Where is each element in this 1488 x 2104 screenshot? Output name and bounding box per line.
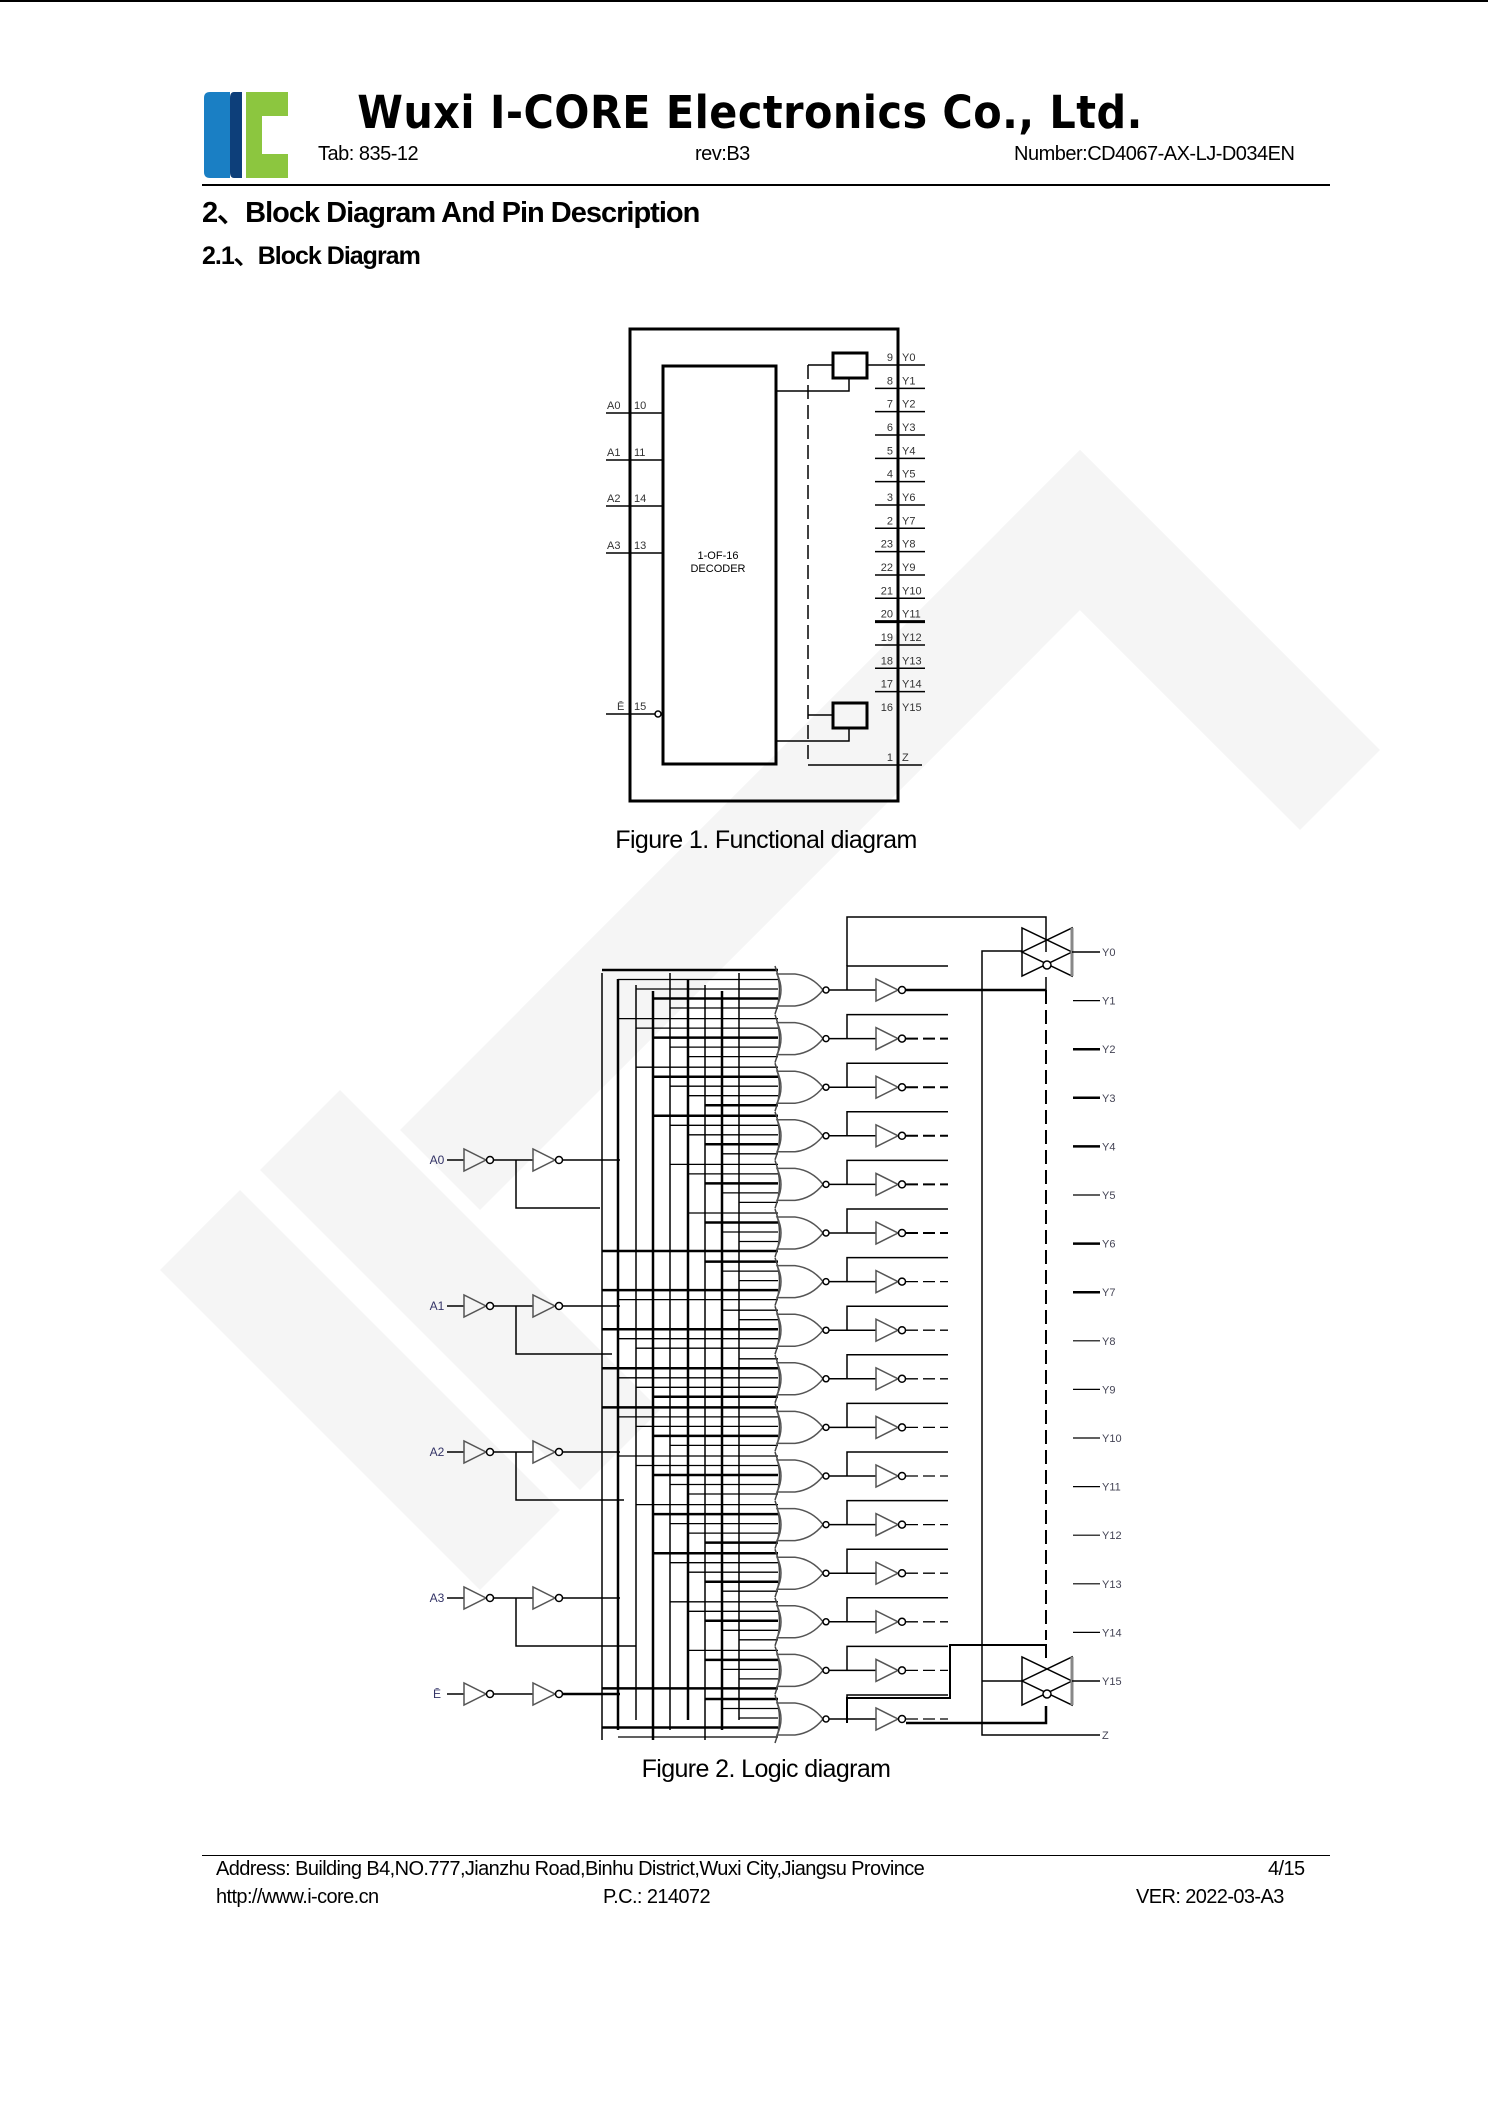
logic-output-label: Y15 <box>1102 1676 1122 1688</box>
output-label: Y1 <box>902 375 915 387</box>
footer-address: Address: Building B4,NO.777,Jianzhu Road… <box>216 1858 925 1880</box>
functional-diagram: 1-OF-16 DECODER A0 10 A1 11 A2 14 A3 13 … <box>606 327 925 803</box>
input-label-a2: A2 <box>607 493 620 505</box>
switch-box-y15 <box>831 701 869 730</box>
logic-output-label: Y3 <box>1102 1093 1115 1105</box>
output-label: Y11 <box>902 609 921 621</box>
svg-text:11: 11 <box>634 447 645 459</box>
logic-output-label: Y0 <box>1102 947 1115 959</box>
output-pin-number: 8 <box>887 375 893 387</box>
figure1-caption: Figure 1. Functional diagram <box>615 826 917 854</box>
output-label: Y4 <box>902 445 915 457</box>
logic-output-label: Y1 <box>1102 996 1115 1008</box>
output-pin-number: 16 <box>881 702 893 714</box>
output-label: Y9 <box>902 562 915 574</box>
svg-text:1: 1 <box>887 752 893 764</box>
output-label: Y14 <box>902 679 922 691</box>
output-pin-number: 7 <box>887 399 893 411</box>
output-pin-number: 4 <box>887 469 893 481</box>
output-pin-number: 23 <box>881 539 893 551</box>
output-label: Y3 <box>902 422 915 434</box>
output-pin-number: 18 <box>881 655 893 667</box>
input-label-enable: Ē <box>617 701 624 713</box>
output-label: Y10 <box>902 585 922 597</box>
common-output-label: Z <box>902 752 909 764</box>
output-pin-number: 3 <box>887 492 893 504</box>
output-label: Y12 <box>902 632 922 644</box>
revision: rev:B3 <box>695 143 750 165</box>
section-heading: 2、Block Diagram And Pin Description <box>202 197 700 229</box>
output-pin-number: 5 <box>887 445 893 457</box>
output-pin-number: 19 <box>881 632 893 644</box>
svg-text:13: 13 <box>634 540 646 552</box>
logic-common-label: Z <box>1102 1730 1109 1742</box>
header-divider <box>202 184 1330 186</box>
logic-input-label: A1 <box>430 1299 445 1313</box>
output-pin-number: 17 <box>881 679 893 691</box>
logic-input-label: A3 <box>430 1591 445 1605</box>
input-label-a1: A1 <box>607 447 620 459</box>
page-number: 4/15 <box>1268 1858 1305 1880</box>
output-pin-number: 6 <box>887 422 893 434</box>
output-pin-number: 20 <box>881 609 893 621</box>
svg-text:15: 15 <box>634 701 646 713</box>
output-label: Y8 <box>902 539 915 551</box>
output-label: Y7 <box>902 515 915 527</box>
logic-output-label: Y5 <box>1102 1190 1115 1202</box>
logic-output-label: Y6 <box>1102 1239 1115 1251</box>
output-label: Y0 <box>902 352 915 364</box>
logic-output-label: Y11 <box>1102 1482 1121 1494</box>
company-title: Wuxi I-CORE Electronics Co., Ltd. <box>357 86 1143 139</box>
svg-text:10: 10 <box>634 400 646 412</box>
output-pin-number: 2 <box>887 515 893 527</box>
footer-url[interactable]: http://www.i-core.cn <box>216 1886 379 1908</box>
logic-input-label: A0 <box>430 1153 445 1167</box>
input-label-a3: A3 <box>607 540 620 552</box>
subsection-heading: 2.1、Block Diagram <box>202 242 421 270</box>
tab-number: Tab: 835-12 <box>318 143 419 165</box>
figure2-caption: Figure 2. Logic diagram <box>641 1755 891 1783</box>
output-pin-number: 21 <box>881 585 893 597</box>
logic-output-label: Y12 <box>1102 1530 1122 1542</box>
logic-output-label: Y7 <box>1102 1287 1115 1299</box>
svg-text:DECODER: DECODER <box>690 563 745 575</box>
output-label: Y15 <box>902 702 922 714</box>
output-label: Y13 <box>902 655 922 667</box>
logic-output-label: Y13 <box>1102 1579 1122 1591</box>
logic-output-label: Y14 <box>1102 1627 1122 1639</box>
logic-output-label: Y10 <box>1102 1433 1122 1445</box>
svg-text:14: 14 <box>634 493 646 505</box>
output-label: Y2 <box>902 399 915 411</box>
logic-output-label: Y8 <box>1102 1336 1115 1348</box>
document-number: Number:CD4067-AX-LJ-D034EN <box>1014 143 1295 165</box>
logic-output-label: Y9 <box>1102 1384 1115 1396</box>
logic-output-label: Y2 <box>1102 1044 1115 1056</box>
logic-output-label: Y4 <box>1102 1141 1115 1153</box>
company-logo <box>204 92 288 178</box>
enable-inversion-bubble <box>654 710 662 718</box>
page-top-edge <box>0 0 1488 2</box>
footer-postcode: P.C.: 214072 <box>603 1886 711 1908</box>
output-pin-number: 22 <box>881 562 893 574</box>
output-label: Y5 <box>902 469 915 481</box>
input-label-a0: A0 <box>607 400 620 412</box>
output-label: Y6 <box>902 492 915 504</box>
switch-box-y0 <box>831 351 869 380</box>
logic-input-label: A2 <box>430 1445 445 1459</box>
footer-version: VER: 2022-03-A3 <box>1136 1886 1284 1908</box>
decoder-label: 1-OF-16 <box>698 550 739 562</box>
footer-divider <box>202 1855 1330 1856</box>
logic-input-label: Ē <box>433 1687 441 1701</box>
output-pin-number: 9 <box>887 352 893 364</box>
